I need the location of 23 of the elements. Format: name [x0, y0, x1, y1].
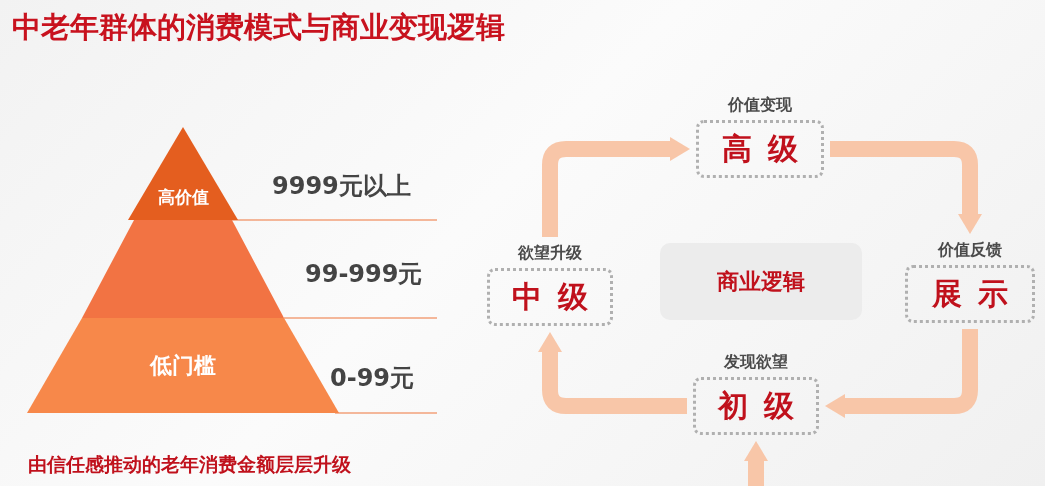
tier-label: 低门槛	[150, 351, 216, 380]
stage-box: 展示	[905, 265, 1035, 323]
flow-arrow	[538, 332, 687, 414]
price-range: 9999元以上	[272, 171, 411, 202]
price-range: 0-99元	[330, 363, 415, 394]
stage-heading: 欲望升级	[518, 243, 582, 262]
pyramid-tier	[82, 220, 284, 318]
flow-arrow	[542, 137, 690, 237]
flow-arrow	[744, 441, 768, 486]
flow-arrow	[825, 329, 978, 418]
flow-arrow	[830, 141, 982, 234]
stage-box: 高级	[696, 120, 824, 178]
pyramid-tier	[128, 127, 238, 220]
caption-note: 由信任感推动的老年消费金额层层升级	[28, 452, 351, 477]
stage-box: 初级	[693, 377, 819, 435]
tier-label: 高价值	[157, 186, 209, 209]
stage-heading: 价值变现	[728, 95, 792, 114]
stage-heading: 发现欲望	[724, 352, 788, 371]
price-range: 99-999元	[305, 259, 423, 290]
title: 中老年群体的消费模式与商业变现逻辑	[12, 9, 505, 46]
stage-box: 中级	[487, 268, 613, 326]
stage-heading: 价值反馈	[938, 240, 1002, 259]
center-box: 商业逻辑	[660, 243, 862, 320]
